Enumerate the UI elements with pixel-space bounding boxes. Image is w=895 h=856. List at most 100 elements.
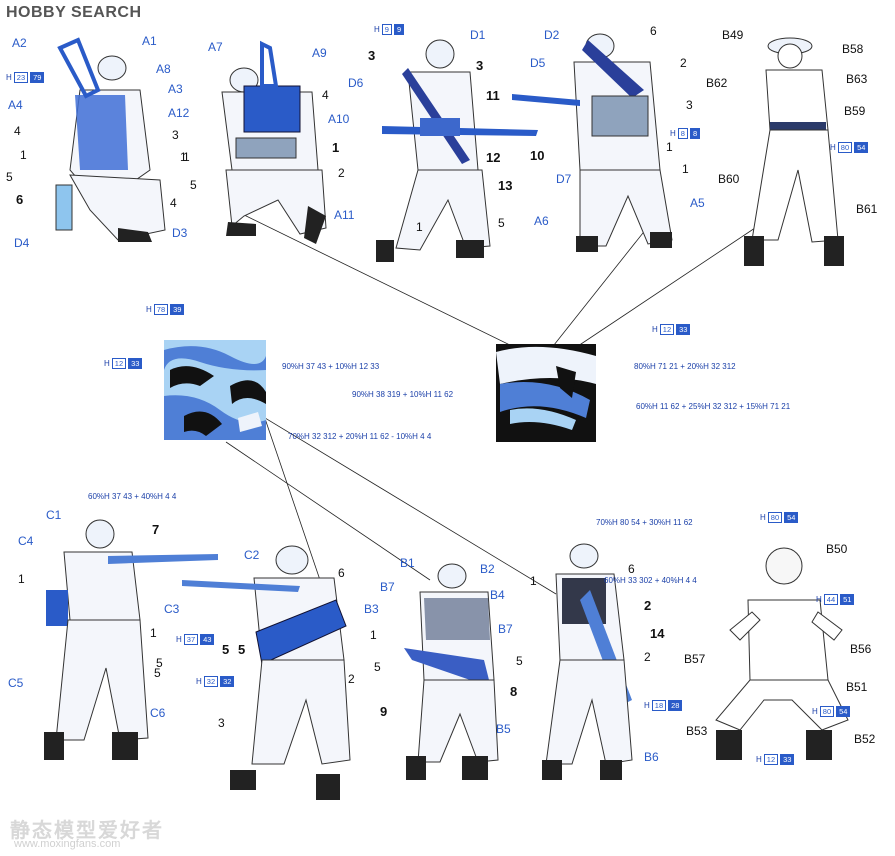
part-label: A10 [328,112,350,126]
part-label: 5 [156,656,163,670]
part-label: 12 [486,150,501,165]
figure-b-back [542,543,633,780]
part-label: B51 [846,680,868,694]
part-label: A9 [312,46,327,60]
part-label: 3 [686,98,693,112]
part-label: 4 [322,88,329,102]
part-label: 3 [172,128,179,142]
part-label: 9 [380,704,388,719]
figure-d [376,39,538,262]
part-label: B61 [856,202,878,216]
figure-b-front [404,563,499,780]
part-label: 3 [218,716,225,730]
part-label: D3 [172,226,188,240]
part-label: C4 [18,534,34,548]
part-label: B63 [846,72,868,86]
camo-swatch-left [164,340,266,440]
watermark-url: www.moxingfans.com [14,838,121,850]
part-label: 4 [170,196,177,210]
part-label: 2 [644,598,652,613]
part-label: 14 [650,626,665,641]
part-label: B1 [400,556,415,570]
paint-mix-formula: 80%H 71 21 + 20%H 32 312 [634,362,736,371]
part-label: A7 [208,40,223,54]
part-label: 6 [628,562,635,576]
figure-a [55,37,166,242]
part-label: A11 [334,208,355,222]
part-label: 2 [348,672,355,686]
part-label: B3 [364,602,379,616]
part-label: A8 [156,62,171,76]
watermark-title: 静态模型爱好者 [10,820,164,842]
part-label: 2 [680,56,687,70]
part-label: 1 [18,572,25,586]
part-label: A5 [690,196,705,210]
part-label: C3 [164,602,180,616]
part-label: 11 [486,88,500,103]
part-label: 1 [666,140,673,154]
paint-mix-formula: 60%H 33 302 + 40%H 4 4 [604,576,697,585]
part-label: B58 [842,42,864,56]
part-label: D2 [544,28,560,42]
brand-logo: HOBBY SEARCH [6,4,142,21]
part-label: D1 [470,28,486,42]
figure-b-squatting [715,547,849,760]
part-label: B62 [706,76,728,90]
figure-b [744,37,844,266]
part-label: B2 [480,562,495,576]
part-label: B7 [380,580,395,594]
part-label: 10 [530,148,545,163]
part-label: 5 [190,178,197,192]
part-label: B4 [490,588,505,602]
part-label: C6 [150,706,166,720]
part-label: B7 [498,622,513,636]
part-label: 5 [238,642,246,657]
part-label: 3 [476,58,484,73]
part-label: A12 [168,106,190,120]
part-label: A6 [534,214,549,228]
part-label: 1 [20,148,27,162]
part-label: B50 [826,542,848,556]
paint-mix-formula: 90%H 38 319 + 10%H 11 62 [352,390,454,399]
part-label: 1 [183,150,190,164]
part-label: 2 [644,650,651,664]
part-label: 7 [152,522,160,537]
paint-mix-formula: 90%H 37 43 + 10%H 12 33 [282,362,380,371]
leader-lines [225,211,759,595]
paint-mix-formula: 60%H 11 62 + 25%H 32 312 + 15%H 71 21 [636,402,791,411]
part-label: 5 [498,216,505,230]
part-label: A1 [142,34,157,48]
part-label: C1 [46,508,62,522]
part-label: D5 [530,56,546,70]
figure-c-back [182,545,351,800]
part-label: 6 [16,192,24,207]
paint-mix-formula: 70%H 32 312 + 20%H 11 62 - 10%H 4 4 [288,432,432,441]
part-label: D6 [348,76,364,90]
part-label: B5 [496,722,511,736]
part-label: 1 [180,150,187,164]
part-label: 1 [416,220,423,234]
part-label: A2 [12,36,27,50]
part-label: 6 [338,566,345,580]
part-label: B52 [854,732,876,746]
part-label: 1 [682,162,689,176]
part-label: 2 [338,166,345,180]
figure-c-front [44,519,218,760]
part-label: 1 [370,628,377,642]
part-label: B53 [686,724,708,738]
part-label: B59 [844,104,866,118]
part-label: 1 [530,574,537,588]
part-label: 1 [332,140,340,155]
part-label: 5 [374,660,381,674]
paint-mix-formula: 60%H 37 43 + 40%H 4 4 [88,492,177,501]
part-label: 5 [222,642,230,657]
